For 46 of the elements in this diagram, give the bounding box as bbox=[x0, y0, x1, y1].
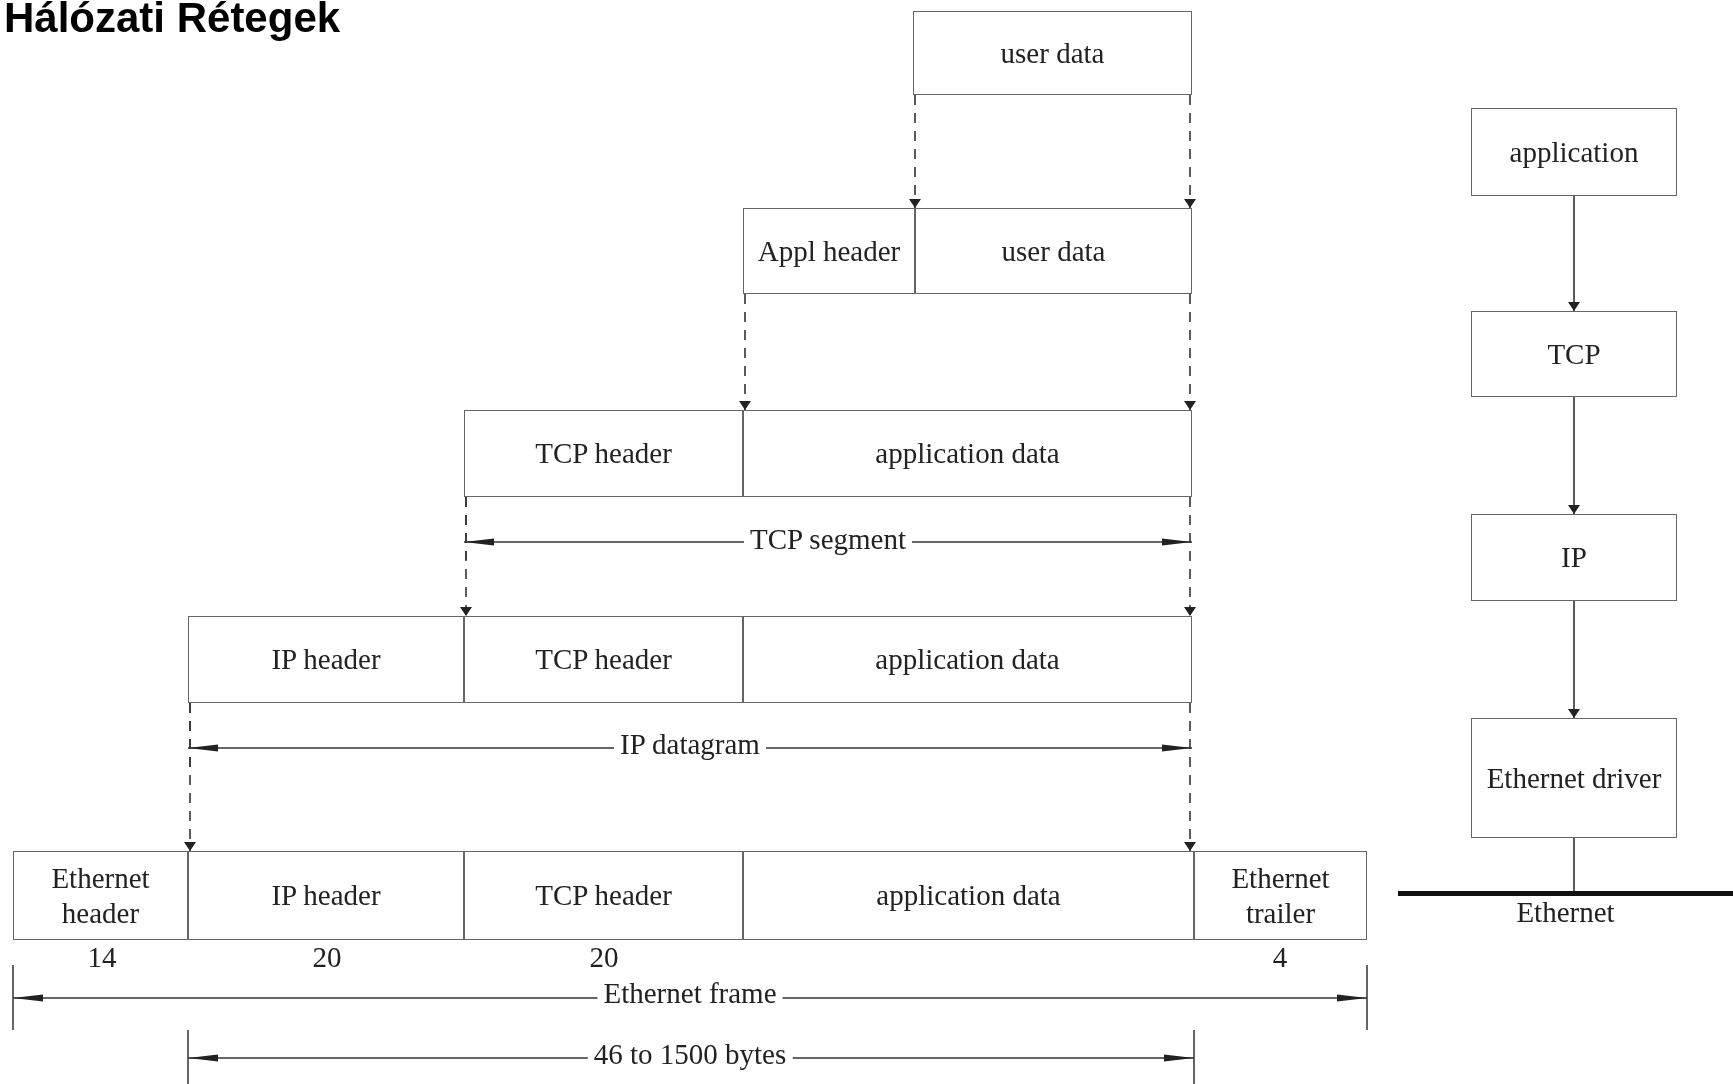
node-label: TCP header bbox=[535, 436, 672, 471]
arrow bbox=[1569, 600, 1579, 719]
connector-line bbox=[1573, 837, 1575, 892]
node-label: Ethernet driver bbox=[1486, 760, 1662, 796]
packet-field bbox=[464, 410, 743, 497]
dashed-arrow bbox=[1185, 293, 1195, 411]
packet-field bbox=[743, 851, 1194, 940]
node-label: user data bbox=[1001, 233, 1106, 269]
title: Hálózati Rétegek bbox=[4, 0, 341, 42]
layer-box bbox=[1471, 514, 1677, 601]
packet-field bbox=[464, 851, 743, 940]
packet-field bbox=[743, 410, 1192, 497]
packet-field bbox=[915, 208, 1192, 294]
packet-field bbox=[188, 851, 464, 940]
node-label: Ethernet trailer bbox=[1230, 860, 1331, 931]
layer-box bbox=[1471, 108, 1677, 196]
dashed-arrow bbox=[1185, 496, 1195, 617]
node-label: application data bbox=[875, 642, 1060, 677]
node-label: IP bbox=[1561, 540, 1587, 575]
node-label: Ethernet header bbox=[50, 860, 151, 931]
node-label: TCP header bbox=[535, 878, 672, 913]
node-label: application data bbox=[876, 878, 1061, 913]
dashed-arrow bbox=[910, 94, 920, 209]
node-label: application bbox=[1509, 134, 1639, 170]
node-label: Appl header bbox=[757, 233, 901, 269]
node-label: IP header bbox=[271, 878, 381, 913]
packet-field bbox=[464, 616, 743, 703]
node-label: user data bbox=[1000, 35, 1105, 71]
dashed-arrow bbox=[740, 293, 750, 411]
packet-field bbox=[13, 851, 188, 940]
packet-field bbox=[188, 616, 464, 703]
packet-field bbox=[743, 208, 915, 294]
layer-box bbox=[1471, 311, 1677, 397]
node-label: Ethernet bbox=[1516, 896, 1615, 929]
node-label: TCP bbox=[1547, 336, 1601, 372]
node-label: application data bbox=[875, 436, 1060, 471]
dashed-arrow bbox=[1185, 702, 1195, 852]
packet-field bbox=[1194, 851, 1367, 940]
layer-box bbox=[1471, 718, 1677, 838]
packet-field bbox=[913, 11, 1192, 95]
packet-field bbox=[743, 616, 1192, 703]
arrow bbox=[1569, 195, 1579, 312]
node-label: IP header bbox=[271, 642, 381, 677]
node-label: TCP header bbox=[535, 642, 672, 677]
dashed-arrow bbox=[1185, 94, 1195, 209]
arrow bbox=[1569, 396, 1579, 515]
